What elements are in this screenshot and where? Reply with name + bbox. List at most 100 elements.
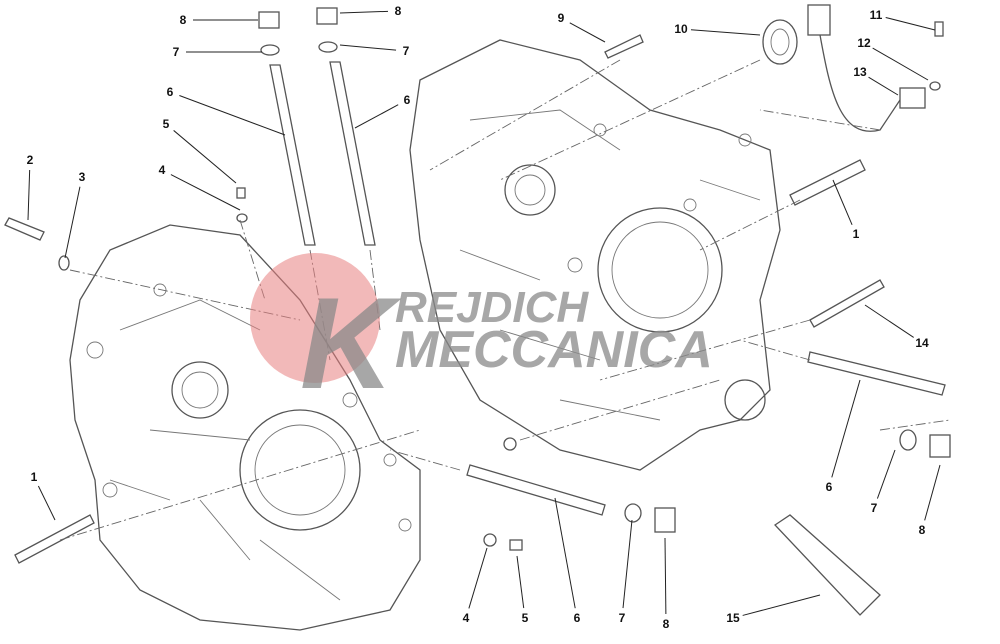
callout-number: 5 (163, 117, 170, 131)
washer-icon (260, 44, 280, 56)
leader-line (468, 547, 488, 609)
stud-icon (329, 61, 376, 246)
leader-line (832, 179, 853, 225)
callout-8: 8 (663, 537, 670, 631)
watermark-circle (250, 253, 380, 383)
pickup-sensor-icon (899, 87, 926, 109)
watermark-k: K (300, 270, 402, 416)
callout-4: 4 (463, 547, 488, 625)
callout-7: 7 (339, 44, 410, 58)
seal-icon (762, 19, 798, 65)
leader-line (664, 537, 667, 615)
callout-number: 4 (463, 611, 470, 625)
callout-8: 8 (339, 4, 402, 18)
callout-5: 5 (516, 555, 529, 625)
callout-11: 11 (870, 8, 936, 31)
callout-6: 6 (167, 85, 286, 136)
oring-icon (236, 213, 248, 223)
stud-icon (807, 351, 946, 396)
nut-icon (316, 7, 338, 25)
callout-number: 7 (173, 45, 180, 59)
leader-line (885, 16, 936, 31)
callout-8: 8 (919, 464, 941, 537)
leader-line (876, 449, 896, 499)
callout-number: 8 (919, 523, 926, 537)
washer-icon (318, 41, 338, 53)
leader-line (170, 174, 241, 211)
callout-number: 1 (853, 227, 860, 241)
leader-line (864, 304, 914, 338)
leader-line (554, 497, 576, 609)
callout-12: 12 (857, 36, 929, 81)
sensor-icon (4, 217, 45, 241)
callout-number: 4 (159, 163, 166, 177)
callout-number: 6 (167, 85, 174, 99)
callout-number: 7 (871, 501, 878, 515)
right-crankcase-half (409, 39, 781, 471)
callout-number: 11 (870, 8, 883, 22)
nut-icon (654, 507, 676, 533)
leader-line (339, 10, 389, 14)
stud-icon (466, 464, 606, 516)
stud-icon (269, 64, 316, 246)
callout-1: 1 (832, 179, 860, 241)
leader-line (354, 104, 399, 129)
callout-number: 14 (915, 336, 929, 350)
leader-line (872, 47, 929, 81)
callout-number: 8 (663, 617, 670, 631)
left-crankcase-half (69, 224, 421, 631)
callout-2: 2 (27, 153, 34, 221)
watermark-line1: REJDICH (395, 283, 589, 332)
callout-number: 5 (522, 611, 529, 625)
callout-number: 6 (574, 611, 581, 625)
callout-number: 7 (619, 611, 626, 625)
leader-line (924, 464, 941, 521)
callout-number: 1 (31, 470, 38, 484)
leader-line (516, 555, 525, 609)
leader-line (569, 22, 606, 43)
callout-4: 4 (159, 163, 241, 211)
callout-3: 3 (64, 170, 86, 259)
callout-8: 8 (180, 13, 258, 27)
callout-number: 10 (674, 22, 688, 36)
cable-icon (819, 34, 901, 132)
callout-number: 9 (558, 11, 565, 25)
callout-1: 1 (31, 470, 56, 521)
callout-10: 10 (674, 22, 761, 36)
bolt-icon (789, 159, 866, 206)
callout-number: 8 (180, 13, 187, 27)
dowel-icon (236, 187, 246, 199)
callout-14: 14 (864, 304, 929, 350)
callout-number: 12 (857, 36, 871, 50)
leader-line (622, 519, 633, 609)
callout-number: 7 (403, 44, 410, 58)
leader-line (27, 169, 31, 221)
callout-number: 13 (853, 65, 867, 79)
callout-6: 6 (354, 93, 411, 129)
watermark-logo: K REJDICH MECCANICA (250, 253, 713, 416)
callout-13: 13 (853, 65, 899, 96)
fasteners (4, 4, 951, 616)
nut-icon (929, 434, 951, 458)
leader-line (690, 29, 761, 36)
callout-7: 7 (173, 45, 262, 59)
watermark-line2: MECCANICA (395, 321, 713, 379)
callout-7: 7 (619, 519, 633, 625)
bolt-icon (604, 34, 644, 59)
callout-number: 15 (726, 611, 740, 625)
bolt-icon (14, 514, 95, 564)
dowel-icon (509, 539, 523, 551)
callout-6: 6 (826, 379, 861, 494)
washer-icon (58, 255, 70, 271)
connector-icon (807, 4, 831, 36)
leader-line (179, 95, 286, 136)
callout-15: 15 (726, 594, 821, 625)
leader-line (868, 76, 899, 96)
bolt-icon (809, 279, 885, 328)
callout-number: 3 (79, 170, 86, 184)
callout-7: 7 (871, 449, 896, 515)
leader-line (64, 186, 81, 259)
leader-line (339, 44, 397, 51)
